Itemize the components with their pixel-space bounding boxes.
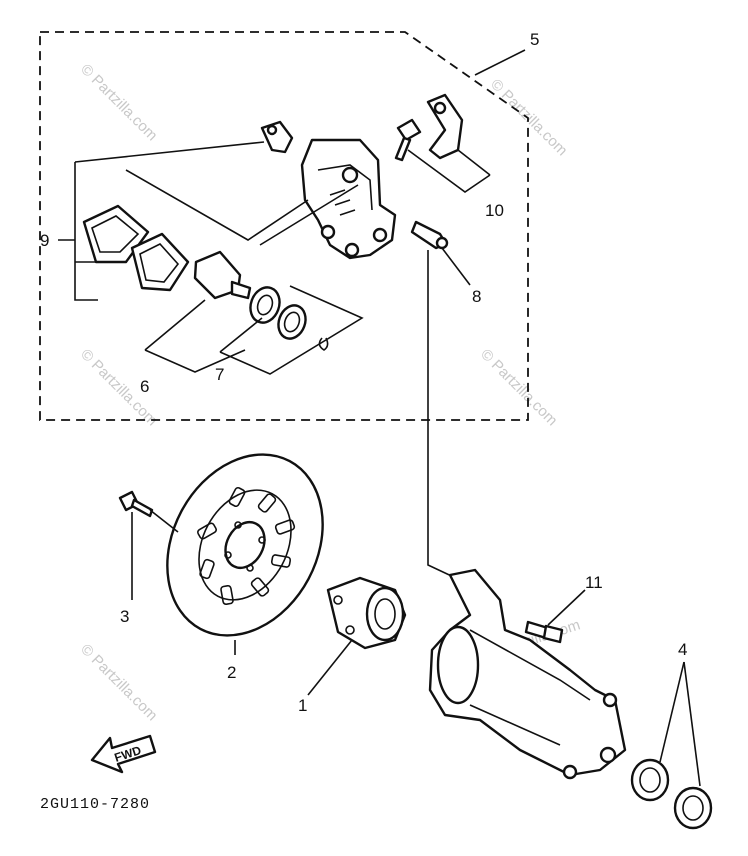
caliper-bolt bbox=[394, 118, 422, 162]
leader-lines bbox=[58, 49, 526, 581]
disc-bolt bbox=[118, 490, 154, 518]
leader-line bbox=[149, 509, 179, 533]
callout-7: 7 bbox=[215, 365, 224, 384]
watermark: © Partzilla.com bbox=[77, 61, 160, 144]
callout-11: 11 bbox=[585, 573, 603, 592]
pad-holder-bracket bbox=[426, 93, 464, 160]
axle-nut bbox=[673, 786, 713, 830]
seal-clip bbox=[318, 337, 329, 351]
watermark: © Partzilla.com bbox=[487, 76, 570, 159]
leader-line bbox=[307, 639, 353, 696]
bracket-bolt bbox=[524, 620, 564, 644]
caliper-assembly-boundary bbox=[39, 31, 529, 421]
brake-pad bbox=[130, 232, 190, 292]
watermark: © Partzilla.com bbox=[77, 641, 160, 724]
bleed-screw bbox=[410, 220, 449, 250]
caliper-body bbox=[300, 138, 397, 260]
callout-4: 4 bbox=[678, 640, 687, 659]
pad-pin bbox=[260, 120, 294, 154]
piston-seal bbox=[249, 286, 281, 324]
callout-1: 1 bbox=[298, 696, 307, 715]
leader-line bbox=[659, 661, 685, 763]
diagram-code: 2GU110-7280 bbox=[40, 796, 150, 813]
watermark: © Partzilla.com bbox=[477, 346, 560, 429]
dust-seal bbox=[277, 304, 307, 340]
callout-10: 10 bbox=[485, 201, 504, 220]
callout-3: 3 bbox=[120, 607, 129, 626]
callout-6: 6 bbox=[140, 377, 149, 396]
callout-8: 8 bbox=[472, 287, 481, 306]
axle-nut bbox=[630, 758, 670, 802]
callout-2: 2 bbox=[227, 663, 236, 682]
callout-5: 5 bbox=[530, 30, 539, 49]
leader-line bbox=[683, 661, 701, 787]
brake-disc bbox=[166, 453, 324, 637]
leader-line bbox=[547, 589, 586, 626]
callout-9: 9 bbox=[40, 231, 49, 250]
fwd-arrow-icon: FWD bbox=[90, 734, 157, 774]
caliper-piston bbox=[193, 250, 252, 300]
caliper-bracket bbox=[428, 568, 627, 780]
wheel-hub bbox=[326, 576, 407, 650]
